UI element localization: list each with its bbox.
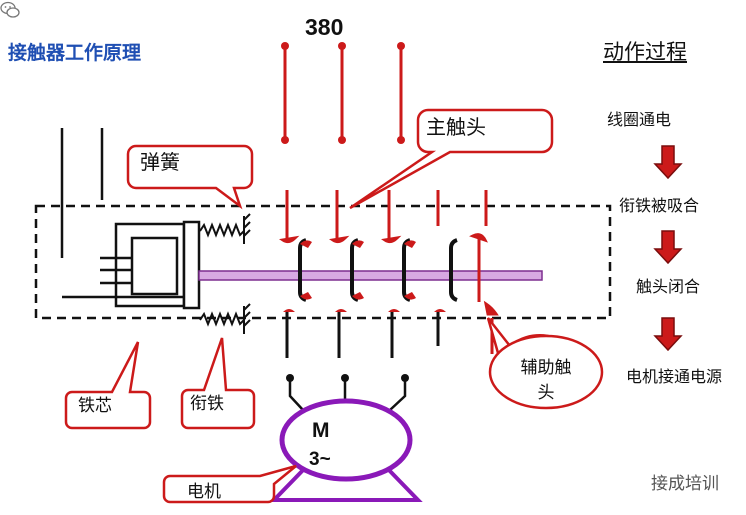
callout-armature-box: [180, 337, 256, 430]
wechat-icon: [0, 1, 20, 18]
process-step-1: 线圈通电: [607, 110, 672, 129]
core-frame-lines: [60, 128, 200, 299]
armature-block: [182, 220, 201, 310]
label-aux-contact: 辅助触头: [520, 358, 572, 403]
arrow-down-icon: [653, 230, 683, 265]
arrow-down-icon: [653, 317, 683, 352]
iron-core: [100, 222, 186, 308]
process-step-4: 电机接通电源: [626, 367, 723, 386]
process-heading: 动作过程: [603, 40, 687, 64]
moving-bar: [198, 270, 543, 281]
supply-voltage-label: 380: [305, 14, 344, 40]
moving-contacts: [298, 238, 458, 302]
auxiliary-contact: [469, 233, 499, 316]
label-armature: 衔铁: [190, 394, 224, 414]
arrow-down-icon: [653, 145, 683, 180]
callout-main-contact-box: [349, 108, 554, 210]
diagram-title: 接触器工作原理: [8, 42, 142, 64]
spring-bottom: [199, 311, 245, 327]
label-main-contact: 主触头: [426, 115, 486, 139]
spring-anchors: [243, 213, 251, 334]
callout-motor-box: [162, 464, 297, 504]
process-step-3: 触头闭合: [636, 277, 701, 296]
label-motor: 电机: [187, 482, 221, 502]
motor-letter: M: [312, 419, 330, 442]
spring-top: [199, 222, 245, 238]
supply-lines: [283, 46, 403, 140]
lower-contact-tips: [283, 309, 446, 312]
callout-spring-box: [126, 144, 254, 210]
upper-fixed-contacts: [279, 190, 488, 244]
enclosure-dashed-box: [34, 204, 612, 320]
motor-body: [279, 398, 413, 482]
label-spring: 弹簧: [140, 150, 180, 174]
motor-phase: 3~: [309, 449, 331, 470]
moving-contact-tips: [300, 240, 416, 300]
label-iron-core: 铁芯: [78, 396, 112, 416]
supply-terminals: [281, 42, 405, 144]
process-arrows: [653, 145, 683, 352]
watermark-text: 接成培训: [651, 474, 719, 494]
callout-aux-contact-ellipse: [488, 334, 604, 410]
callout-core-box: [64, 341, 152, 430]
process-step-2: 衔铁被吸合: [619, 196, 700, 215]
motor-terminals: [286, 374, 409, 382]
